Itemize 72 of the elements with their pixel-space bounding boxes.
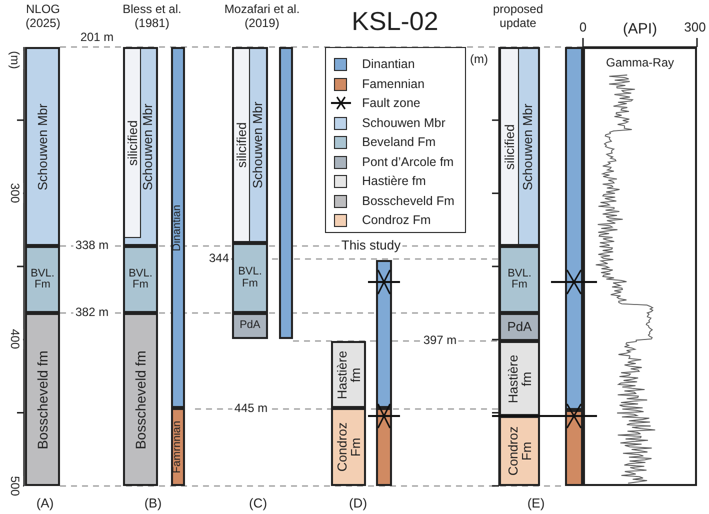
unit-label: BVL. Fm <box>237 266 263 290</box>
unit-label: BVL. Fm <box>128 268 154 292</box>
unit-label: silicified <box>126 120 140 166</box>
unit-label: Gamma-Ray <box>606 56 674 70</box>
legend-label: Beveland Fm <box>362 135 436 149</box>
unit-label: Schouwen Mbr <box>141 103 155 190</box>
formation-segment <box>123 313 158 486</box>
unit-label: Condroz Fm <box>334 422 362 472</box>
unit-label: PdA <box>238 320 262 332</box>
unit-label: silicified <box>234 122 248 168</box>
formation-segment <box>171 408 185 486</box>
legend-label: Pont d’Arcole fm <box>362 154 454 168</box>
unit-label: Schouwen Mbr <box>250 102 264 188</box>
formation-segment <box>232 313 268 339</box>
formation-segment <box>25 246 60 313</box>
panel-letter: (C) <box>248 496 268 512</box>
unit-label: Famrnnian <box>172 420 184 474</box>
formation-segment <box>331 408 366 486</box>
formation-segment <box>331 341 366 408</box>
unit-label: Condroz Fm <box>506 426 534 476</box>
unit-label: BVL. Fm <box>506 268 532 292</box>
formation-segment <box>25 47 60 246</box>
unit-label: Bosscheveld fm <box>35 350 50 449</box>
formation-segment <box>232 243 268 313</box>
formation-segment <box>499 47 540 246</box>
formation-segment <box>499 313 540 341</box>
formation-segment <box>123 246 158 313</box>
axis-tick-label: (API) <box>622 20 658 38</box>
axis-tick-label: 300 <box>683 20 707 36</box>
silicified-zone <box>233 48 250 242</box>
legend-label: Condroz Fm <box>362 213 431 227</box>
legend-label: Bosscheveld Fm <box>362 194 454 208</box>
formation-segment <box>499 246 540 313</box>
formation-segment <box>171 47 185 408</box>
silicified-zone <box>124 48 141 238</box>
panel-letter: (E) <box>526 496 546 512</box>
formation-segment <box>499 416 540 486</box>
column-bar <box>565 410 583 486</box>
formation-segment <box>232 47 268 243</box>
column-bar <box>565 47 583 410</box>
unit-label: Schouwen Mbr <box>520 103 534 190</box>
column-bar <box>279 47 293 339</box>
legend-label: Dinantian <box>362 57 415 71</box>
column-heading: Mozafari et al. (2019) <box>223 3 301 31</box>
panel-letter: (D) <box>348 496 368 512</box>
unit-label: Hastière fm <box>506 354 534 403</box>
panel-letter: (A) <box>35 496 55 512</box>
legend-label: Fault zone <box>362 96 420 110</box>
formation-segment <box>123 47 158 246</box>
column-heading: proposed update <box>492 3 544 31</box>
column-bar <box>376 408 392 486</box>
unit-label: BVL. Fm <box>30 268 56 292</box>
column-bar <box>376 260 392 408</box>
legend-label: Hastière fm <box>362 174 426 188</box>
panel-letter: (B) <box>143 496 163 512</box>
formation-segment <box>25 313 60 486</box>
silicified-zone <box>500 48 519 245</box>
unit-label: silicified <box>502 124 516 170</box>
legend-label: Schouwen Mbr <box>362 116 446 130</box>
unit-label: Hastière fm <box>334 350 362 399</box>
column-heading: NLOG (2025) <box>24 3 62 31</box>
column-heading: Bless et al. (1981) <box>122 3 182 31</box>
unit-label: Bosscheveld fm <box>133 350 148 449</box>
legend-label: Famennian <box>362 76 425 90</box>
unit-label: Dinantian <box>172 204 184 251</box>
log-panel <box>583 47 697 486</box>
unit-label: PdA <box>506 320 533 334</box>
correlation-label: This study <box>339 238 403 254</box>
axis-tick-label: 0 <box>578 20 588 36</box>
formation-segment <box>499 341 540 416</box>
axis-unit-label: (m) <box>468 53 490 67</box>
unit-label: Schouwen Mbr <box>36 103 50 190</box>
